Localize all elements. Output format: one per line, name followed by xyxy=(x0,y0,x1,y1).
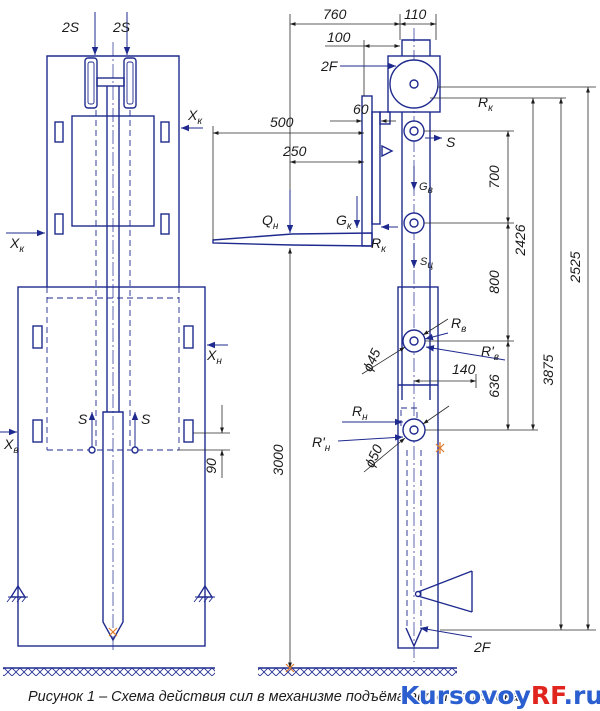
label-rv: Rв xyxy=(451,315,466,335)
label-xn: Xн xyxy=(206,347,222,367)
roller-lower-left xyxy=(32,325,43,349)
label-dim-636: 636 xyxy=(486,374,502,398)
label-sc: Sц xyxy=(420,256,433,271)
label-rv-prime: R'в xyxy=(481,343,499,363)
pin-support-left xyxy=(6,584,28,603)
chain-anchor-left xyxy=(88,446,96,454)
watermark-part-a: Kursovoy xyxy=(400,681,531,710)
label-s-left: S xyxy=(78,411,88,427)
roller-bottom-right xyxy=(183,419,194,443)
label-dim-110: 110 xyxy=(404,6,427,22)
roller-upper-right xyxy=(160,121,170,143)
label-dim-2525: 2525 xyxy=(567,251,583,283)
label-2f-bottom: 2F xyxy=(473,639,492,655)
label-dim-760: 760 xyxy=(323,6,347,22)
sprocket-right-inner xyxy=(126,61,134,105)
fork xyxy=(212,232,373,247)
label-2s-left: 2S xyxy=(61,19,80,35)
label-dim-2426: 2426 xyxy=(512,224,528,256)
label-gk: Gк xyxy=(336,212,353,232)
roller-3 xyxy=(402,329,426,353)
pivot-marker xyxy=(381,144,394,158)
lift-cylinder xyxy=(102,411,124,642)
leader-line-phi45 xyxy=(361,346,406,375)
label-dim-60: 60 xyxy=(353,101,369,117)
label-2f-top: 2F xyxy=(320,58,339,74)
sprocket-left-inner xyxy=(87,61,95,105)
label-dim-3875: 3875 xyxy=(540,354,556,385)
force-arrow-rv xyxy=(424,332,449,341)
crosshead xyxy=(96,77,125,87)
sprocket-axle xyxy=(409,79,419,89)
pin-support-right xyxy=(193,584,215,603)
label-gv: Gв xyxy=(419,181,433,196)
chain-anchor-right xyxy=(131,446,139,454)
label-xk-left: Xк xyxy=(9,235,25,255)
ground-hatch-left xyxy=(3,668,215,676)
label-2s-right: 2S xyxy=(112,19,131,35)
inner-mast-top xyxy=(401,39,431,56)
roller-1 xyxy=(403,120,425,142)
carriage-roller-bracket xyxy=(379,111,391,125)
leader-line-phi45 xyxy=(422,318,449,336)
mast-foot xyxy=(405,627,423,648)
label-dim-700: 700 xyxy=(486,165,502,189)
label-xv: Xв xyxy=(3,436,19,456)
label-dim-500: 500 xyxy=(270,114,294,130)
label-dim-140: 140 xyxy=(452,361,476,377)
label-s-right: S xyxy=(141,411,151,427)
leader-line-phi50 xyxy=(422,405,450,425)
roller-2 xyxy=(403,212,425,234)
label-rk-fork: Rк xyxy=(371,235,387,255)
carriage-back-plate xyxy=(371,111,381,225)
label-dim-3000: 3000 xyxy=(270,444,286,475)
label-s: S xyxy=(446,134,456,150)
label-rn: Rн xyxy=(352,403,368,423)
watermark-part-b: RF xyxy=(531,681,565,710)
point-marker xyxy=(108,627,118,637)
ground-hatch-right xyxy=(258,668,457,676)
point-marker xyxy=(435,442,445,454)
chain-sprocket xyxy=(389,59,439,109)
watermark-logo: KursovoyRF.ru xyxy=(400,681,600,710)
figure-caption: Рисунок 1 – Схема действия сил в механиз… xyxy=(28,689,519,705)
roller-bottom-left xyxy=(32,419,43,443)
label-xk-upper: Xк xyxy=(187,107,203,127)
force-arrow-rn-prime xyxy=(337,434,404,442)
roller-mid-left xyxy=(54,213,64,235)
roller-mid-right xyxy=(160,213,170,235)
label-rn-prime: R'н xyxy=(312,434,331,454)
force-arrow-2f-bottom xyxy=(419,626,473,638)
watermark-part-c: .ru xyxy=(564,681,600,710)
force-arrow-rv-prime xyxy=(425,345,506,361)
sprocket-housing xyxy=(387,55,441,113)
tilt-bracket xyxy=(414,570,473,613)
lower-mast-frame xyxy=(17,286,206,647)
label-dim-250: 250 xyxy=(282,143,307,159)
label-dim-800: 800 xyxy=(486,270,502,294)
label-dim-100: 100 xyxy=(327,29,351,45)
leader-line-phi50 xyxy=(363,437,406,473)
front-view: 2S 2S Xк Xк Xн Xв S S 90 xyxy=(0,12,230,676)
label-q: Qн xyxy=(262,212,279,232)
roller-lower-right xyxy=(183,325,194,349)
label-dim-90: 90 xyxy=(203,458,219,474)
roller-upper-left xyxy=(54,121,64,143)
point-marker xyxy=(285,663,295,673)
label-rk-top: Rк xyxy=(478,94,494,114)
roller-4 xyxy=(402,418,426,442)
outer-mast xyxy=(397,286,439,649)
